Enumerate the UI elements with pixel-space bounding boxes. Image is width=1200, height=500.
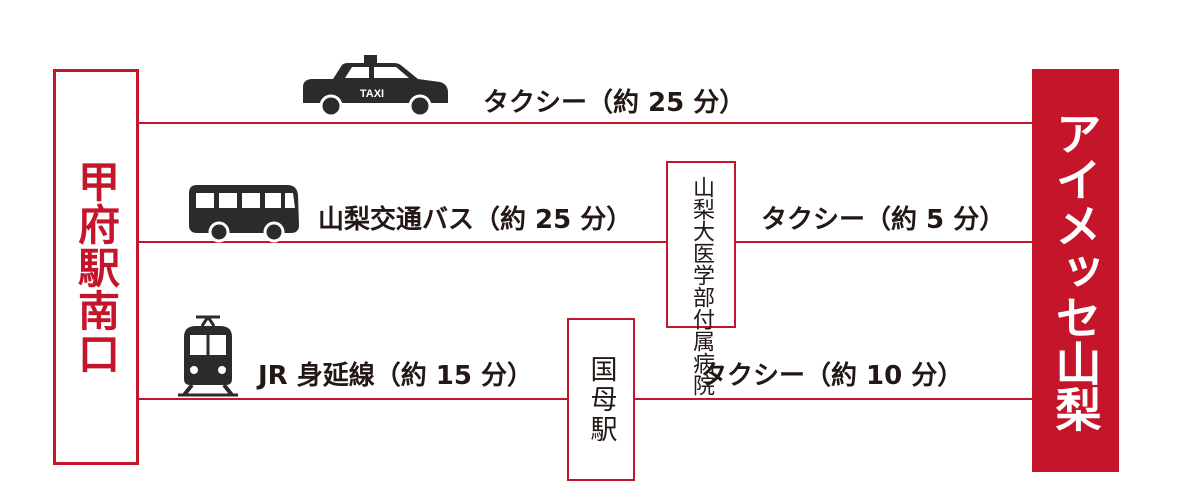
taxi-sign-text: TAXI — [360, 88, 384, 100]
route-label-taxi: タクシー（約 25 分） — [483, 88, 746, 118]
transfer-box-hospital: 山梨大医学部付属病院 — [666, 161, 736, 396]
route-label-train: JR 身延線（約 15 分） — [258, 361, 534, 391]
transfer-label-hospital: 山梨大医学部付属病院 — [689, 175, 714, 396]
bus-icon — [189, 185, 299, 243]
route-line-taxi — [137, 122, 1033, 124]
transfer-box-station: 国母駅 — [567, 318, 635, 481]
route-line-bus — [137, 241, 1033, 243]
train-icon — [178, 315, 238, 397]
route-label-station-taxi: タクシー（約 10 分） — [701, 361, 964, 391]
origin-label: 甲府駅南口 — [71, 159, 121, 375]
destination-label: アイメッセ山梨 — [1048, 109, 1103, 432]
route-label-bus: 山梨交通バス（約 25 分） — [318, 205, 633, 235]
origin-box: 甲府駅南口 — [53, 69, 139, 465]
destination-box: アイメッセ山梨 — [1032, 69, 1119, 472]
transfer-label-station: 国母駅 — [585, 354, 617, 445]
taxi-icon: TAXI — [303, 55, 448, 118]
route-label-hospital-taxi: タクシー（約 5 分） — [761, 205, 1006, 235]
